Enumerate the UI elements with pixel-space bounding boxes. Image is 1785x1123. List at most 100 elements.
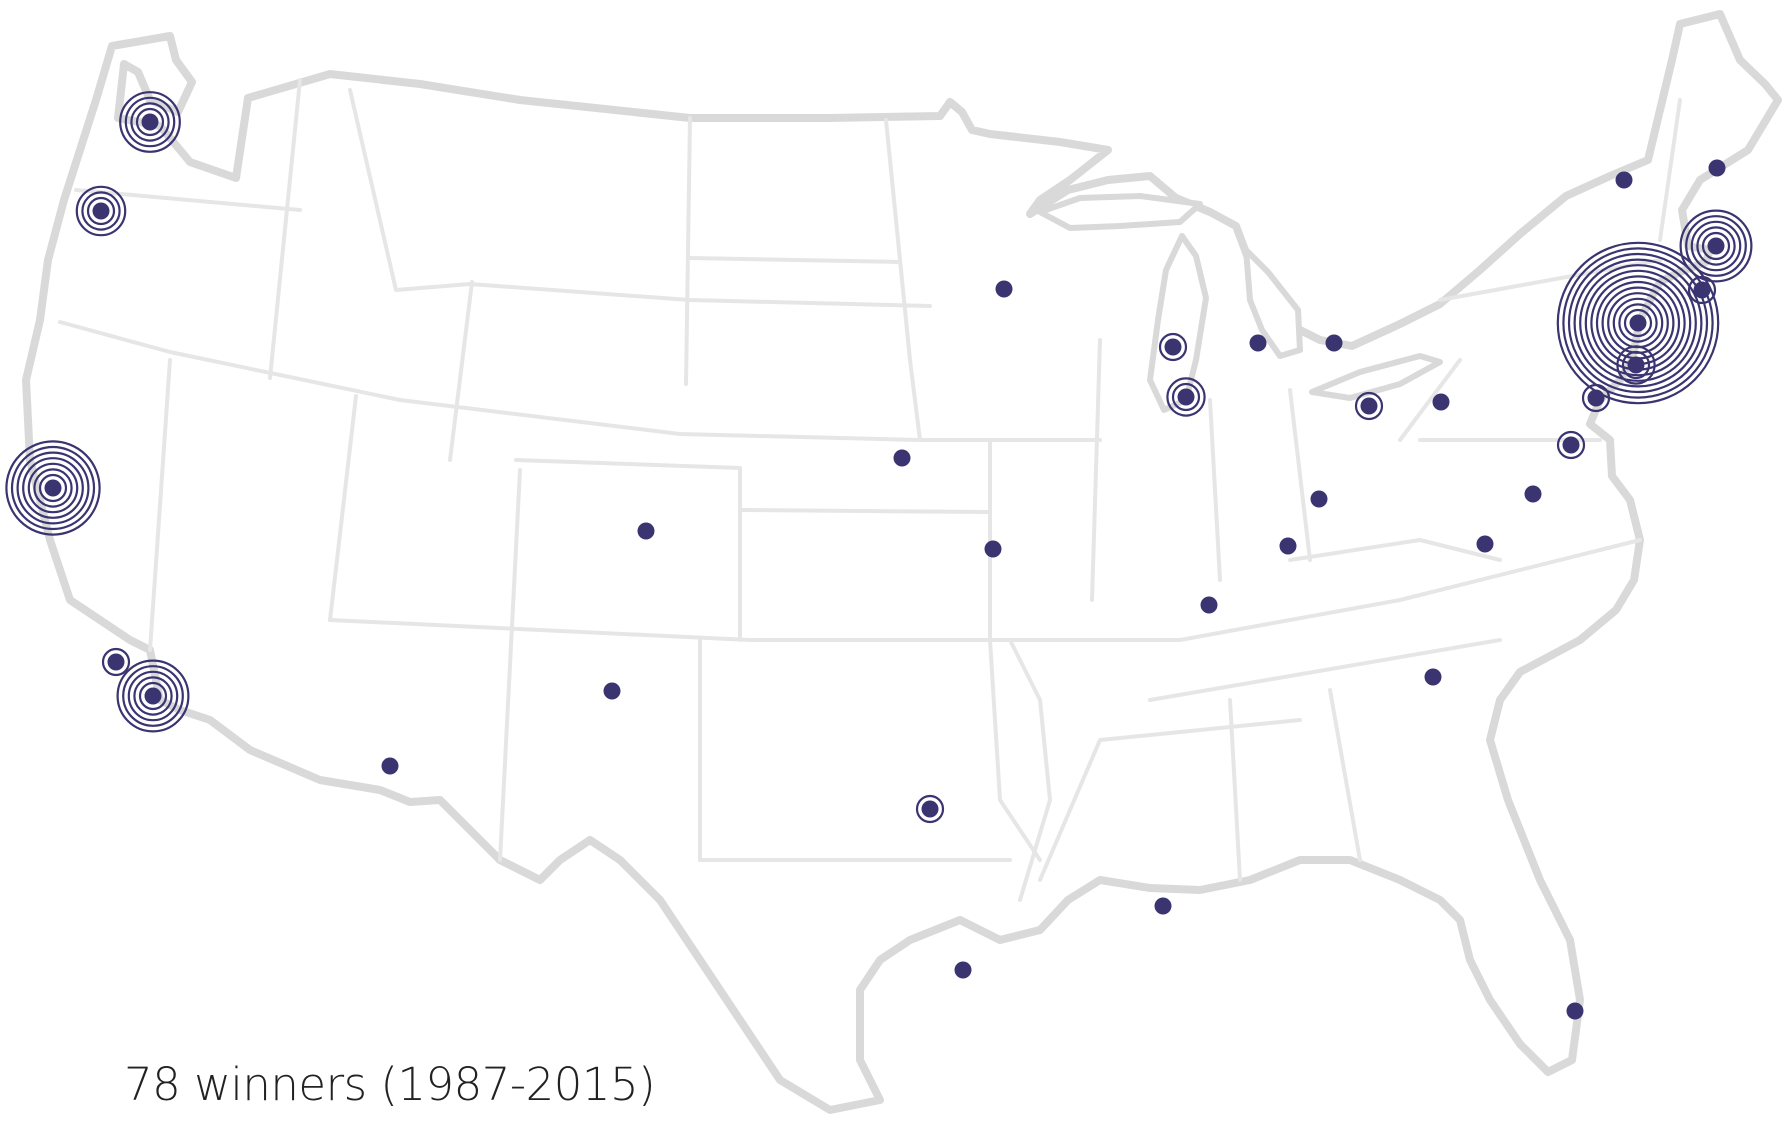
marker-ring [1590, 275, 1686, 371]
marker-dot [1164, 338, 1182, 356]
marker-ring [1679, 209, 1753, 283]
marker-dot [1562, 436, 1580, 454]
marker-ring [1618, 303, 1658, 343]
marker-pittsburgh-pa [1432, 393, 1450, 411]
marker-minneapolis-mn [995, 280, 1013, 298]
marker-portland-me [1708, 159, 1726, 177]
marker-ring [10, 445, 96, 531]
marker-dot [1693, 281, 1711, 299]
marker-ring [1573, 258, 1703, 388]
marker-dot [1629, 314, 1647, 332]
marker-roanoke-va [1476, 535, 1494, 553]
marker-ring [1354, 391, 1384, 421]
marker-ring [27, 462, 79, 514]
marker-dot [1476, 535, 1494, 553]
marker-kansas-city-mo [984, 540, 1002, 558]
marker-houston-tx [954, 961, 972, 979]
marker-ring [130, 102, 170, 142]
marker-new-haven-ct [1687, 275, 1717, 305]
marker-dot [1310, 490, 1328, 508]
marker-dot [984, 540, 1002, 558]
marker-dallas-tx [915, 794, 945, 824]
marker-dot [141, 113, 159, 131]
marker-omaha-ne [893, 449, 911, 467]
marker-cleveland-oh [1354, 391, 1384, 421]
marker-dot [44, 479, 62, 497]
marker-miami-fl [1566, 1002, 1584, 1020]
marker-ring [915, 794, 945, 824]
marker-ring [1567, 252, 1709, 394]
marker-san-francisco-ca [5, 440, 101, 536]
marker-ring [1601, 286, 1675, 360]
marker-dot [1249, 334, 1267, 352]
marker-albuquerque-nm [603, 682, 621, 700]
marker-ring [1556, 241, 1720, 405]
marker-dot [954, 961, 972, 979]
marker-ring [1595, 280, 1681, 366]
marker-dot [893, 449, 911, 467]
marker-ring [124, 96, 176, 148]
lake-erie [1309, 353, 1443, 401]
marker-dot [107, 653, 125, 671]
marker-denver-co [637, 522, 655, 540]
marker-dot [144, 687, 162, 705]
marker-charlottesville-va [1524, 485, 1542, 503]
marker-dot [1360, 397, 1378, 415]
marker-dot [1524, 485, 1542, 503]
marker-los-angeles-ca [116, 659, 190, 733]
marker-ring [1166, 377, 1206, 417]
marker-ring [119, 91, 181, 153]
marker-dot [1615, 171, 1633, 189]
marker-dot [1200, 596, 1218, 614]
marker-ring [122, 665, 184, 727]
us-outline [22, 10, 1782, 1114]
marker-ring [1696, 226, 1736, 266]
marker-dot [921, 800, 939, 818]
marker-ring [101, 647, 131, 677]
marker-ring [38, 473, 68, 503]
marker-ring [16, 451, 90, 525]
marker-ring [1607, 292, 1669, 354]
marker-ring [1562, 247, 1714, 399]
marker-ring [33, 468, 73, 508]
marker-dot [92, 202, 110, 220]
marker-ring [86, 196, 116, 226]
marker-ring [1690, 220, 1742, 272]
marker-ring [81, 191, 121, 231]
marker-dot [1177, 388, 1195, 406]
lake-huron [1243, 247, 1303, 359]
marker-ring [116, 659, 190, 733]
marker-memphis-tn [1200, 596, 1218, 614]
marker-ring [1687, 275, 1717, 305]
marker-burlington-vt [1615, 171, 1633, 189]
marker-dot [1325, 334, 1343, 352]
marker-dot [1424, 668, 1442, 686]
marker-portland-or [75, 185, 127, 237]
marker-dot [995, 280, 1013, 298]
marker-ring [135, 107, 165, 137]
marker-dot [1708, 159, 1726, 177]
marker-ring [1623, 308, 1653, 338]
marker-ring [1556, 430, 1586, 460]
marker-ring [22, 457, 84, 519]
marker-washington-dc [1556, 430, 1586, 460]
marker-dot [1279, 537, 1297, 555]
winners-caption: 78 winners (1987-2015) [124, 1058, 656, 1111]
marker-ring [1171, 382, 1201, 412]
marker-ring [138, 681, 168, 711]
marker-dot [603, 682, 621, 700]
marker-santa-barbara-ca [101, 647, 131, 677]
marker-ring [1158, 332, 1188, 362]
marker-ring [75, 185, 127, 237]
marker-ring [133, 676, 173, 716]
marker-milwaukee-wi [1158, 332, 1188, 362]
marker-boston-ma [1679, 209, 1753, 283]
marker-new-york-ny [1556, 241, 1720, 405]
marker-ring [127, 670, 179, 722]
marker-ring [1685, 215, 1747, 277]
marker-dot [1707, 237, 1725, 255]
marker-louisville-ky [1279, 537, 1297, 555]
marker-columbia-sc [1424, 668, 1442, 686]
marker-new-orleans-la [1154, 897, 1172, 915]
